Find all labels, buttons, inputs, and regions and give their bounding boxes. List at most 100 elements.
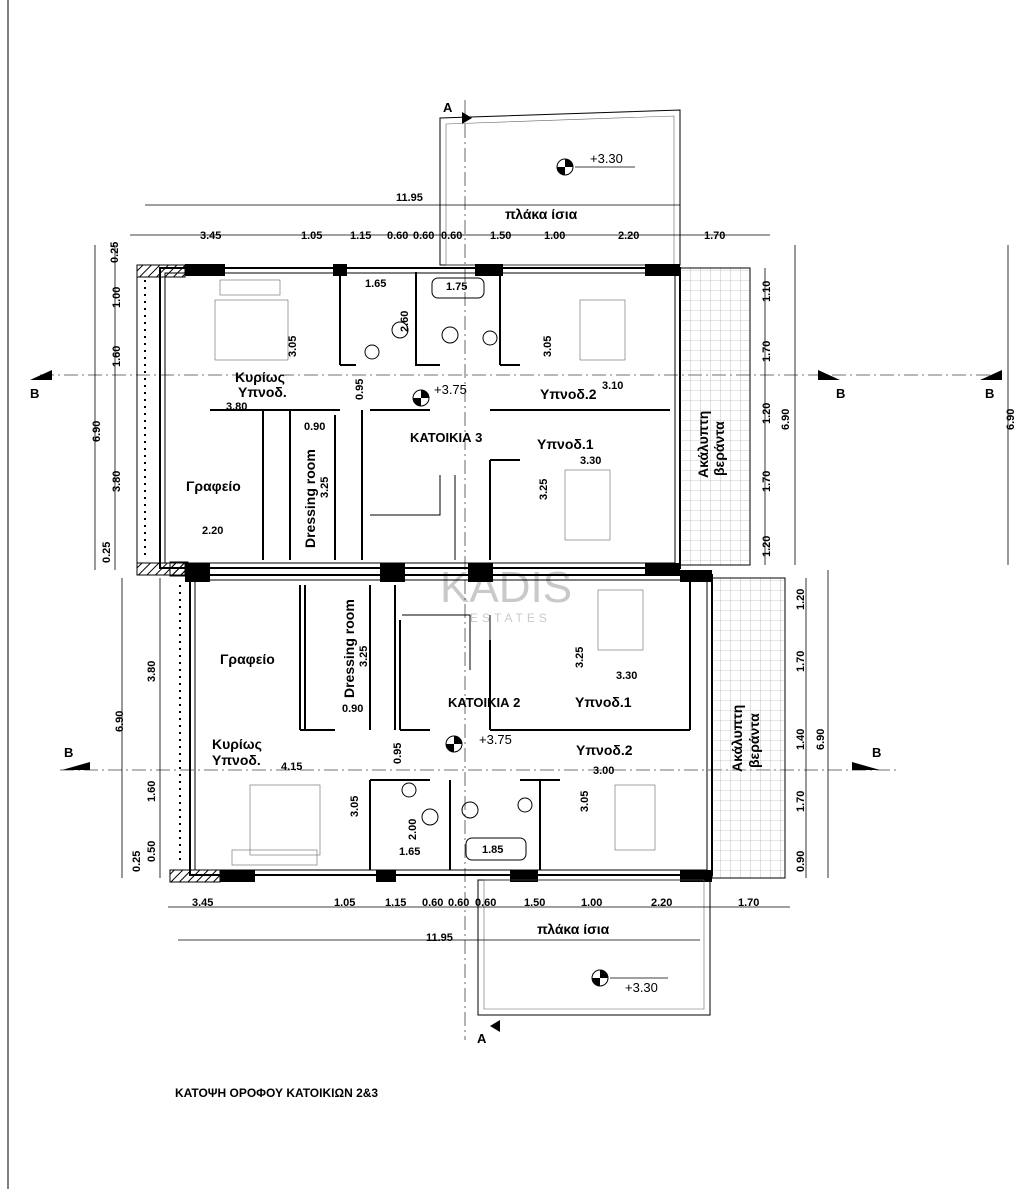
plan-label: B bbox=[836, 386, 845, 401]
section-mark-b-left-bottom: B bbox=[62, 745, 90, 770]
plan-label: 3.80 bbox=[226, 401, 247, 413]
plan-label: 1.70 bbox=[704, 230, 725, 242]
plan-label: KADIS bbox=[440, 563, 572, 612]
watermark: KADIS ESTATES bbox=[440, 563, 572, 625]
plan-label: 1.00 bbox=[111, 287, 123, 308]
section-mark-a-bottom: A bbox=[477, 1020, 500, 1046]
plan-label: Ακάλυπτη bbox=[729, 705, 745, 772]
plan-label: Dressing room bbox=[302, 449, 318, 548]
plan-label: 1.70 bbox=[761, 471, 773, 492]
plan-label: Γραφείο bbox=[186, 478, 241, 494]
plan-label: A bbox=[443, 100, 453, 115]
plan-label: 3.80 bbox=[146, 661, 158, 682]
plan-label: 3.25 bbox=[319, 477, 331, 498]
plan-label: Ακάλυπτη bbox=[695, 411, 711, 478]
unit-3-name: ΚΑΤΟΙΚΙΑ 3 bbox=[410, 430, 482, 445]
plan-label: 1.70 bbox=[795, 791, 807, 812]
plan-label: 3.45 bbox=[200, 230, 221, 242]
plan-label: 1.10 bbox=[761, 281, 773, 302]
plan-label: Κυρίως bbox=[212, 736, 262, 752]
plan-label: 3.25 bbox=[358, 646, 370, 667]
plan-label: 3.05 bbox=[579, 791, 591, 812]
total-width: 11.95 bbox=[426, 932, 453, 944]
unit-3-labels: πλάκα ίσια +3.30 11.95 3.45 1.05 1.15 0.… bbox=[91, 151, 1017, 563]
plan-label: 1.85 bbox=[482, 844, 503, 856]
plan-label: 6.90 bbox=[1005, 409, 1017, 430]
plan-label: Κυρίως bbox=[235, 369, 285, 385]
plan-label: 0.60 bbox=[413, 230, 434, 242]
plan-label: 0.60 bbox=[441, 230, 462, 242]
plan-label: 1.20 bbox=[795, 589, 807, 610]
plan-label: 2.60 bbox=[399, 311, 411, 332]
plan-label: 1.65 bbox=[399, 846, 420, 858]
terrace-label: πλάκα ίσια bbox=[505, 206, 578, 222]
unit-2-plan bbox=[121, 561, 829, 1016]
plan-label: B bbox=[30, 386, 39, 401]
plan-label: 0.25 bbox=[101, 542, 113, 563]
plan-label: 1.20 bbox=[761, 403, 773, 424]
plan-label: 6.90 bbox=[114, 711, 126, 732]
plan-label: 1.05 bbox=[334, 897, 355, 909]
terrace-label: πλάκα ίσια bbox=[537, 921, 610, 937]
plan-label: 3.80 bbox=[111, 471, 123, 492]
terrace-level: +3.30 bbox=[590, 151, 623, 166]
plan-label: B bbox=[872, 745, 881, 760]
plan-label: 1.70 bbox=[761, 341, 773, 362]
plan-label: 1.60 bbox=[146, 781, 158, 802]
plan-label: βεράντα bbox=[711, 421, 727, 476]
plan-label: 1.75 bbox=[446, 281, 467, 293]
plan-label: 2.20 bbox=[618, 230, 639, 242]
plan-label: 3.05 bbox=[349, 796, 361, 817]
plan-label: 1.50 bbox=[524, 897, 545, 909]
plan-label: 1.15 bbox=[385, 897, 406, 909]
drawing-title: ΚΑΤΟΨΗ ΟΡΟΦΟΥ ΚΑΤΟΙΚΙΩΝ 2&3 bbox=[175, 1086, 378, 1100]
plan-label: 0.25 bbox=[131, 851, 143, 872]
plan-label: 1.70 bbox=[795, 651, 807, 672]
unit-2-labels: 3.80 1.60 0.50 0.25 6.90 1.20 1.70 1.40 … bbox=[114, 589, 827, 995]
plan-label: 0.95 bbox=[392, 743, 404, 764]
plan-label: B bbox=[64, 745, 73, 760]
total-width: 11.95 bbox=[396, 192, 423, 204]
section-mark-a-top: A bbox=[443, 100, 472, 124]
plan-label: 3.30 bbox=[616, 670, 637, 682]
plan-label: 3.10 bbox=[602, 380, 623, 392]
plan-label: 1.65 bbox=[365, 278, 386, 290]
plan-label: 0.90 bbox=[795, 851, 807, 872]
section-mark-b-left-top: B bbox=[30, 370, 52, 401]
plan-label: 3.25 bbox=[574, 647, 586, 668]
unit-2-name: ΚΑΤΟΙΚΙΑ 2 bbox=[448, 695, 520, 710]
plan-label: Γραφείο bbox=[220, 651, 275, 667]
plan-label: Dressing room bbox=[341, 599, 357, 698]
plan-label: +3.75 bbox=[434, 382, 467, 397]
plan-label: 1.05 bbox=[301, 230, 322, 242]
plan-label: 0.90 bbox=[342, 703, 363, 715]
plan-label: Υπνοδ.2 bbox=[540, 386, 597, 402]
plan-label: 1.15 bbox=[350, 230, 371, 242]
plan-label: 1.60 bbox=[111, 346, 123, 367]
plan-label: 6.90 bbox=[815, 729, 827, 750]
plan-label: 1.20 bbox=[761, 536, 773, 557]
plan-label: 1.00 bbox=[581, 897, 602, 909]
plan-label: B bbox=[985, 386, 994, 401]
plan-label: +3.75 bbox=[479, 732, 512, 747]
section-mark-b-right-top: B bbox=[818, 370, 845, 401]
plan-label: 2.20 bbox=[651, 897, 672, 909]
plan-label: 0.95 bbox=[354, 379, 366, 400]
plan-label: 0.60 bbox=[387, 230, 408, 242]
plan-label: 2.20 bbox=[202, 525, 223, 537]
plan-label: 3.00 bbox=[593, 765, 614, 777]
plan-label: Υπνοδ.2 bbox=[576, 742, 633, 758]
plan-label: Υπνοδ.1 bbox=[575, 694, 632, 710]
section-mark-b-right-bottom: B bbox=[852, 745, 881, 770]
plan-label: 3.05 bbox=[542, 336, 554, 357]
plan-label: βεράντα bbox=[746, 713, 762, 768]
plan-label: 0.90 bbox=[304, 421, 325, 433]
plan-label: 0.60 bbox=[422, 897, 443, 909]
plan-label: 6.90 bbox=[91, 421, 103, 442]
plan-label: 3.45 bbox=[192, 897, 213, 909]
plan-label: 1.50 bbox=[490, 230, 511, 242]
plan-label: 1.40 bbox=[795, 729, 807, 750]
plan-label: 1.70 bbox=[738, 897, 759, 909]
plan-label: 0.25 bbox=[109, 242, 121, 263]
